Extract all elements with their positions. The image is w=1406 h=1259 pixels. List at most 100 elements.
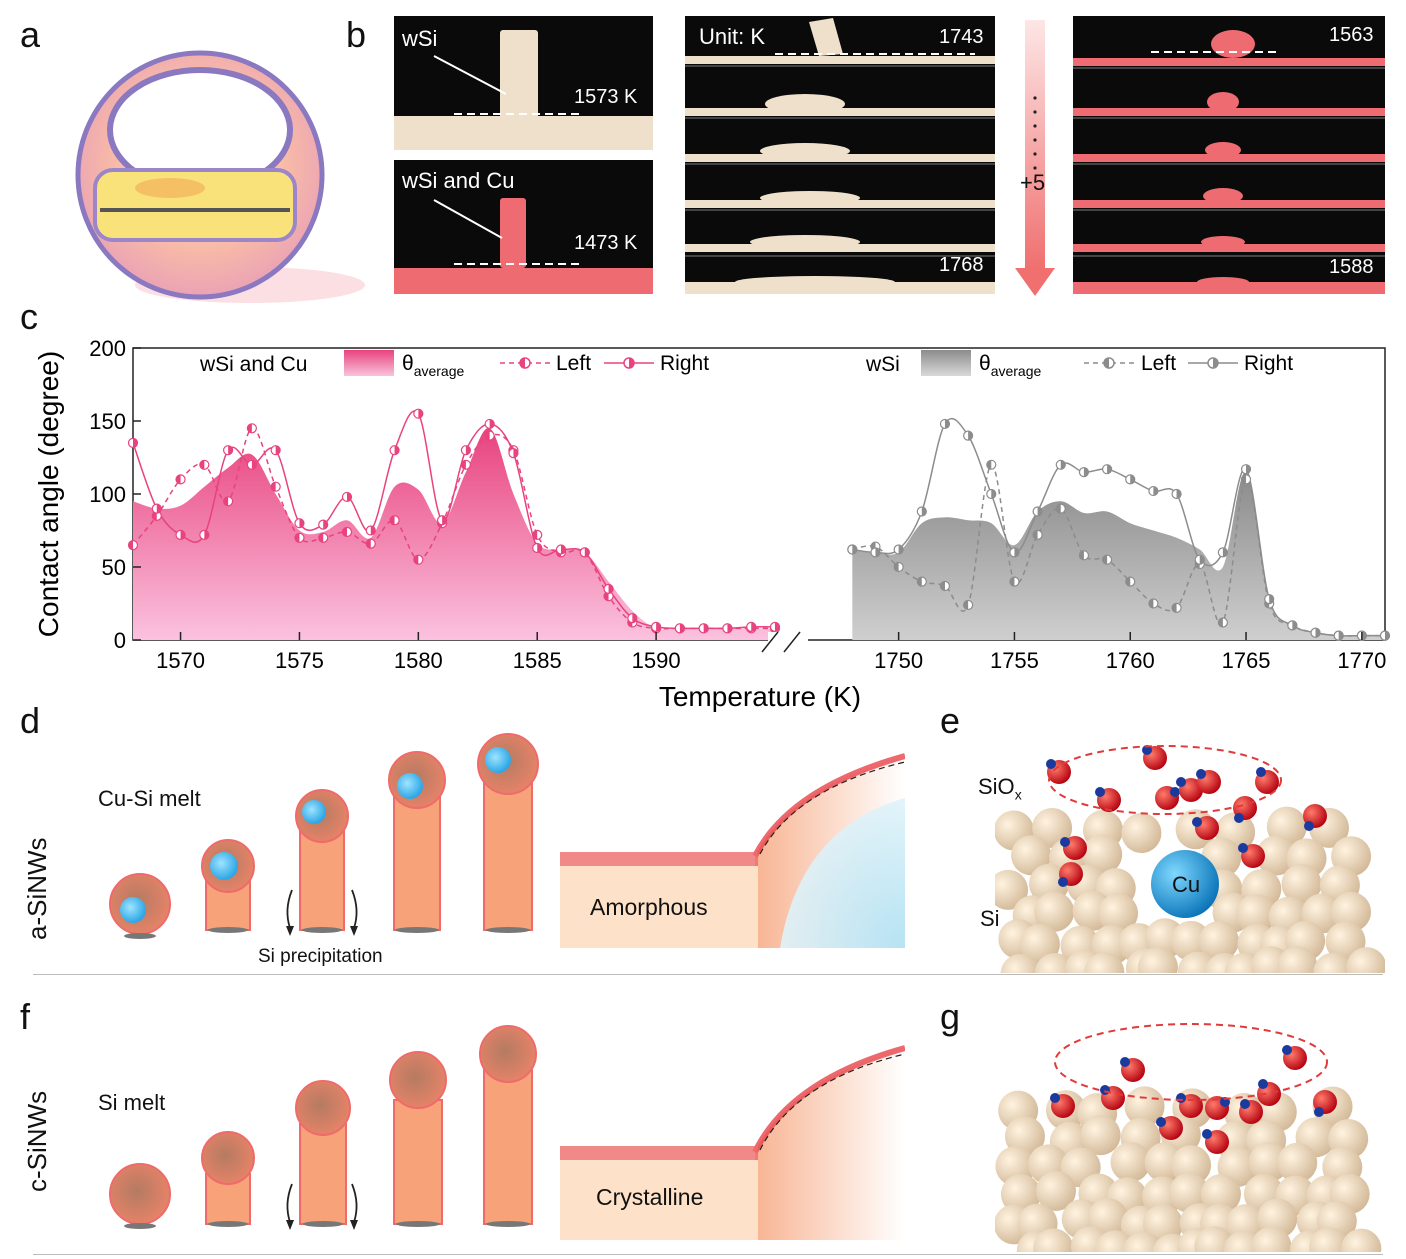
si-atom xyxy=(1277,1142,1318,1183)
h-atom xyxy=(1192,817,1202,827)
h-atom xyxy=(1176,1093,1186,1103)
step-label: +5 xyxy=(1020,170,1046,195)
panel-label-d: d xyxy=(20,700,41,741)
y-tick-label: 100 xyxy=(89,482,126,507)
divider-top xyxy=(33,974,1383,975)
mid-start-temp: 1743 xyxy=(939,26,984,48)
h-atom xyxy=(1058,877,1068,887)
wsi-cu-droplet-photo: wSi and Cu 1473 K xyxy=(394,160,653,294)
wsi-right-point-fill xyxy=(1083,467,1089,477)
wsi-right-point-fill xyxy=(1338,631,1344,641)
cu-left-point-fill xyxy=(176,474,181,484)
cu-right-point-fill xyxy=(608,584,614,594)
legend-wsi-group: wSi xyxy=(865,353,900,376)
cu-right-point-fill xyxy=(228,445,233,455)
cu-right-point-fill xyxy=(513,448,518,458)
wsi-right-point-fill xyxy=(1315,628,1321,638)
cu-right-point-fill xyxy=(323,520,328,530)
cu-right-point-fill xyxy=(703,623,709,633)
x-tick-label: 1575 xyxy=(275,648,324,673)
si-atom xyxy=(1346,947,1385,973)
right-end-temp: 1588 xyxy=(1329,256,1374,278)
x-tick-label: 1570 xyxy=(156,648,205,673)
cu-left-point-fill xyxy=(318,533,324,543)
c-sinws-label: c-SiNWs xyxy=(22,1090,52,1192)
si-atom xyxy=(995,869,1029,910)
cu-right-point-fill xyxy=(727,623,732,633)
si-atomic-model xyxy=(995,1023,1382,1252)
panel-label-b: b xyxy=(346,14,367,55)
si-atom xyxy=(1235,893,1276,934)
cu-right-point-fill xyxy=(347,492,352,502)
wsi-left-point-fill xyxy=(986,460,992,470)
c-sinw-growth-illustration xyxy=(109,1025,537,1230)
wsi-right-point-fill xyxy=(852,544,857,554)
crystalline-label: Crystalline xyxy=(596,1184,704,1210)
wsi-right-point-fill xyxy=(944,419,950,429)
wsi-right-point-fill xyxy=(1222,547,1228,557)
h-atom xyxy=(1314,1107,1324,1117)
si-atom xyxy=(1082,834,1123,875)
si-atom xyxy=(1251,1226,1292,1252)
cu-left-point-fill xyxy=(366,539,371,549)
wsi-right-point-fill xyxy=(875,547,880,557)
cu-right-point-fill xyxy=(133,438,138,448)
si-atom xyxy=(1313,952,1354,973)
right-start-temp: 1563 xyxy=(1329,24,1374,46)
y-tick-label: 50 xyxy=(102,555,126,580)
h-atom xyxy=(1282,1045,1292,1055)
legend-cu-right: Right xyxy=(660,352,709,375)
cu-right-point-fill xyxy=(775,622,780,632)
si-atom xyxy=(1122,1231,1163,1252)
si-atom xyxy=(1248,1142,1289,1183)
cu-left-point-fill xyxy=(247,423,252,433)
cu-atom-label: Cu xyxy=(1172,872,1201,897)
panel-label-a: a xyxy=(20,14,41,55)
divider-bottom xyxy=(33,1254,1383,1255)
si-precipitation-label: Si precipitation xyxy=(258,946,383,967)
wsi-right-point-fill xyxy=(1130,474,1135,484)
h-atom xyxy=(1202,1129,1212,1139)
h-atom xyxy=(1196,769,1206,779)
cu-right-point-fill xyxy=(275,445,281,455)
h-atom xyxy=(1156,1117,1166,1127)
cu-left-point-fill xyxy=(128,540,133,550)
axis-break xyxy=(768,632,808,646)
si-atom xyxy=(1169,1172,1210,1213)
si-atom xyxy=(1170,920,1211,961)
wsi-droplet-photo: wSi 1573 K xyxy=(394,16,653,150)
cu-right-point-fill xyxy=(465,445,471,455)
cu-right-point-fill xyxy=(584,547,590,557)
h-atom xyxy=(1258,1079,1268,1089)
crystalline-interface-illustration xyxy=(560,1045,905,1240)
si-atom xyxy=(1034,891,1075,932)
cu-right-point-fill xyxy=(156,504,162,514)
cu-right-point-fill xyxy=(537,543,542,553)
wsi-temp: 1573 K xyxy=(574,86,638,108)
cu-left-point-fill xyxy=(152,511,157,521)
wsi-left-point-fill xyxy=(1218,617,1223,627)
y-axis-label: Contact angle (degree) xyxy=(33,351,64,637)
wsi-right-point-fill xyxy=(1060,460,1066,470)
panel-label-g: g xyxy=(940,996,961,1037)
panel-label-c: c xyxy=(20,296,38,337)
wsi-cu-heating-sequence: 1563 1588 xyxy=(1073,16,1385,294)
cu-left-point-fill xyxy=(604,591,609,601)
si-label: Si xyxy=(980,906,1000,931)
wsi-left-point-fill xyxy=(1148,599,1154,608)
x-tick-label: 1750 xyxy=(874,648,923,673)
legend-wsi-left: Left xyxy=(1141,352,1176,375)
si-atom xyxy=(1034,952,1075,973)
cu-left-point-fill xyxy=(199,460,205,470)
unit-label: Unit: K xyxy=(699,24,766,49)
h-atom xyxy=(1176,777,1186,787)
x-tick-label: 1585 xyxy=(513,648,562,673)
y-tick-label: 150 xyxy=(89,409,126,434)
svg-text:θaverage: θaverage xyxy=(402,352,464,379)
si-atom xyxy=(1000,1174,1041,1215)
cu-right-point-fill xyxy=(394,445,400,455)
cu-right-point-fill xyxy=(632,613,637,623)
h-atom xyxy=(1050,1093,1060,1103)
h-atom xyxy=(1234,813,1244,823)
